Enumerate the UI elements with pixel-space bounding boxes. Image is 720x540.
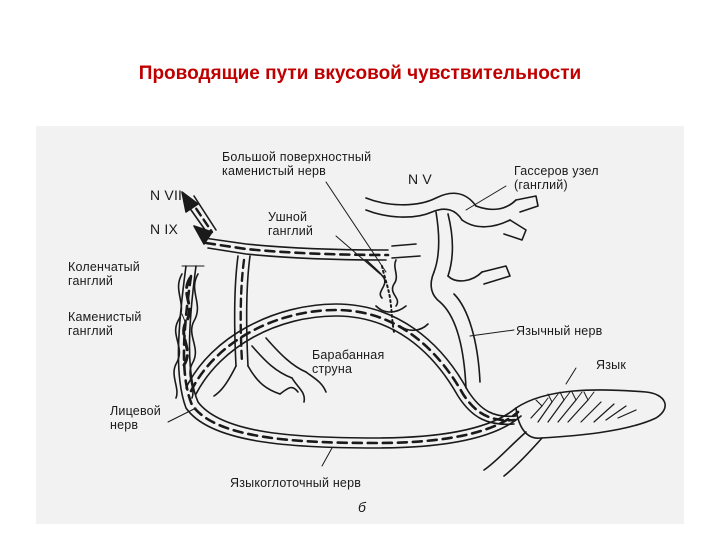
lower-branch-shape xyxy=(251,337,327,403)
otic-ganglion-shape xyxy=(365,259,429,333)
arrow-n-ix xyxy=(193,225,213,245)
arrow-n-vii xyxy=(181,191,199,213)
diagram-drawing xyxy=(167,181,666,477)
label-panel-letter: б xyxy=(358,499,367,515)
label-geniculate-ganglion: Коленчатый ганглий xyxy=(68,260,140,288)
label-petrosal-ganglion: Каменистый ганглий xyxy=(68,310,142,338)
label-greater-petrosal-nerve: Большой поверхностный каменистый нерв xyxy=(222,150,372,178)
facial-nerve-vertical-shape xyxy=(173,273,199,399)
label-n-vii: N VII xyxy=(150,187,183,203)
label-gasserian-ganglion: Гассеров узел (ганглий) xyxy=(514,164,599,192)
label-facial-nerve: Лицевой нерв xyxy=(110,404,161,432)
label-otic-ganglion: Ушной ганглий xyxy=(268,210,314,238)
label-tongue: Язык xyxy=(596,358,627,372)
label-lingual-nerve: Язычный нерв xyxy=(516,324,603,338)
chorda-tympani-shape xyxy=(185,303,517,426)
label-trigeminal: N V xyxy=(408,171,432,187)
leader-lines xyxy=(167,181,577,467)
label-glossopharyngeal-nerve: Языкоглоточный нерв xyxy=(230,476,362,490)
label-n-ix: N IX xyxy=(150,221,179,237)
glossopharyngeal-nerve-shape xyxy=(177,265,522,449)
tongue-shape xyxy=(483,389,666,477)
taste-pathways-diagram: Большой поверхностный каменистый нерв N … xyxy=(36,126,684,524)
label-chorda-tympani: Барабанная струна xyxy=(312,348,385,376)
connector-vertical-shape xyxy=(213,255,299,397)
trigeminal-ganglion-shape xyxy=(365,192,539,389)
slide-title: Проводящие пути вкусовой чувствительност… xyxy=(138,63,582,84)
